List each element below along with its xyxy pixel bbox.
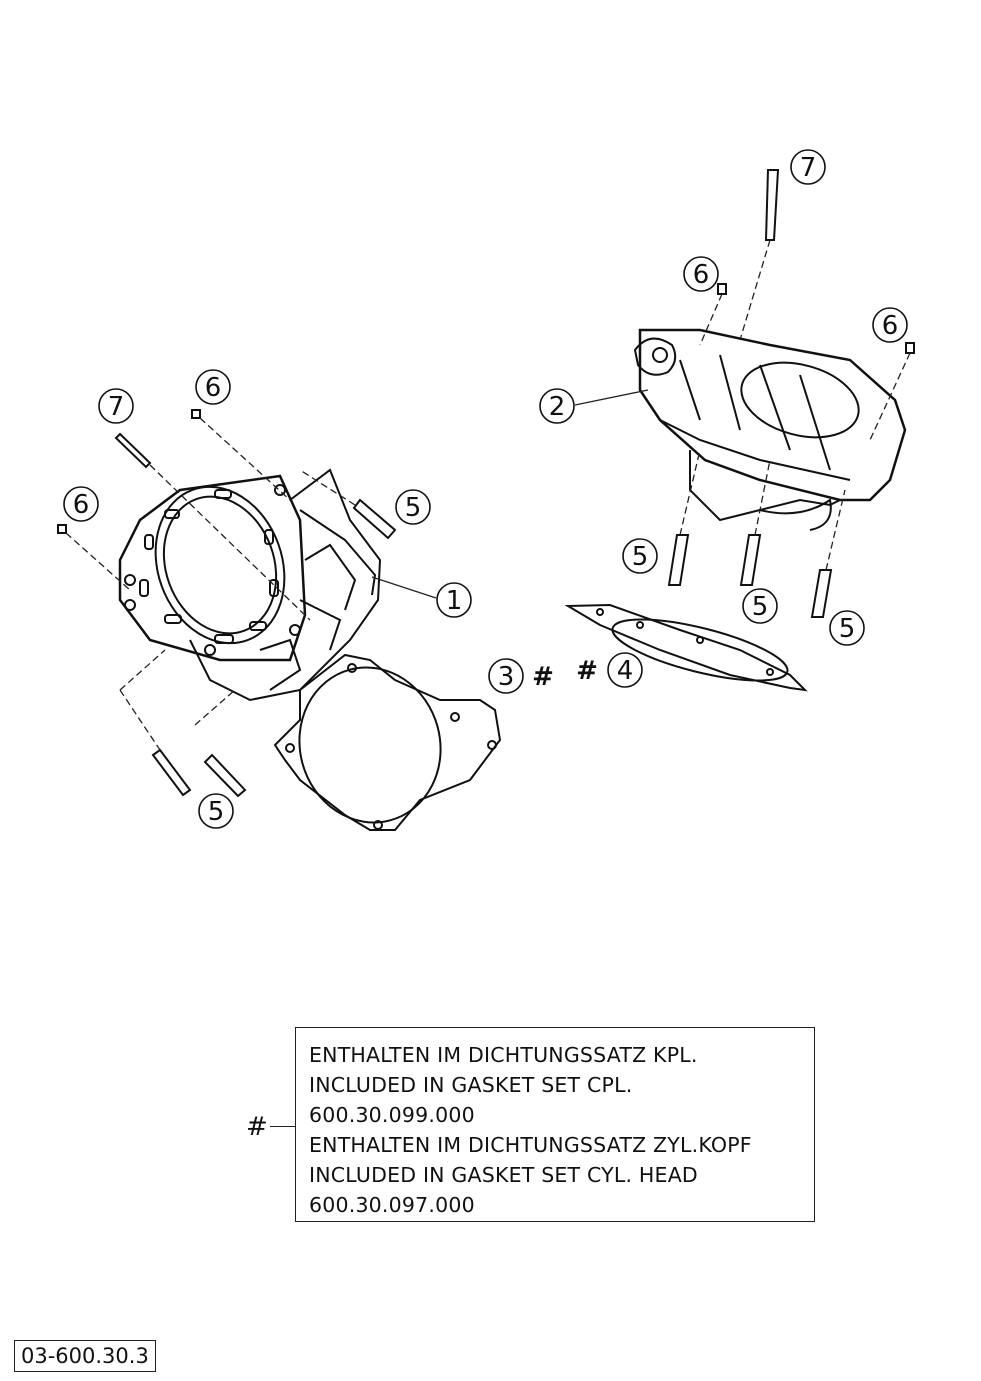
- callout-5-left-bottom: 5: [198, 793, 234, 829]
- fasteners: [57, 169, 915, 798]
- callout-5-right-b: 5: [742, 588, 778, 624]
- cylinder-front: [118, 468, 382, 702]
- callout-3: 3: [488, 658, 524, 694]
- callout-6-right-top: 6: [683, 256, 719, 292]
- callout-5-left-top: 5: [395, 489, 431, 525]
- hash-mark-3: #: [532, 662, 554, 692]
- callout-5-right-a: 5: [622, 538, 658, 574]
- leader-lines: [371, 389, 649, 599]
- svg-text:1: 1: [446, 586, 463, 616]
- callout-6-right: 6: [872, 307, 908, 343]
- svg-text:7: 7: [108, 392, 125, 422]
- svg-text:5: 5: [839, 614, 856, 644]
- svg-text:5: 5: [405, 493, 422, 523]
- svg-text:7: 7: [800, 153, 817, 183]
- gasket-set-legend: ENTHALTEN IM DICHTUNGSSATZ KPL. INCLUDED…: [295, 1027, 815, 1222]
- svg-text:3: 3: [498, 662, 515, 692]
- svg-text:2: 2: [549, 392, 566, 422]
- legend-hash-mark: #: [246, 1112, 268, 1142]
- callout-5-right-c: 5: [829, 610, 865, 646]
- hash-mark-4: #: [576, 656, 598, 686]
- legend-line-4: ENTHALTEN IM DICHTUNGSSATZ ZYL.KOPF: [309, 1133, 752, 1157]
- base-gasket: [273, 653, 502, 831]
- svg-text:5: 5: [208, 797, 225, 827]
- svg-text:4: 4: [617, 656, 634, 686]
- callout-2: 2: [539, 388, 575, 424]
- svg-text:5: 5: [752, 592, 769, 622]
- diagram-code: 03-600.30.3: [14, 1340, 156, 1372]
- svg-text:6: 6: [882, 311, 899, 341]
- head-gasket: [564, 603, 808, 692]
- callout-7-right: 7: [790, 149, 826, 185]
- legend-connector-line: [270, 1126, 295, 1127]
- callout-7-left: 7: [98, 388, 134, 424]
- legend-line-6: 600.30.097.000: [309, 1193, 475, 1217]
- svg-text:6: 6: [73, 490, 90, 520]
- assembly-lines: [65, 239, 911, 751]
- callout-4: 4: [607, 652, 643, 688]
- callout-6-left: 6: [63, 486, 99, 522]
- svg-text:6: 6: [205, 373, 222, 403]
- cylinder-head: [633, 328, 907, 531]
- legend-line-3: 600.30.099.000: [309, 1103, 475, 1127]
- legend-line-5: INCLUDED IN GASKET SET CYL. HEAD: [309, 1163, 698, 1187]
- svg-text:5: 5: [632, 542, 649, 572]
- callouts: 1 2 3 # # 4 5 5 5 5: [63, 149, 908, 829]
- svg-text:6: 6: [693, 260, 710, 290]
- callout-6-left-top: 6: [195, 369, 231, 405]
- legend-line-2: INCLUDED IN GASKET SET CPL.: [309, 1073, 633, 1097]
- callout-1: 1: [436, 582, 472, 618]
- legend-line-1: ENTHALTEN IM DICHTUNGSSATZ KPL.: [309, 1043, 698, 1067]
